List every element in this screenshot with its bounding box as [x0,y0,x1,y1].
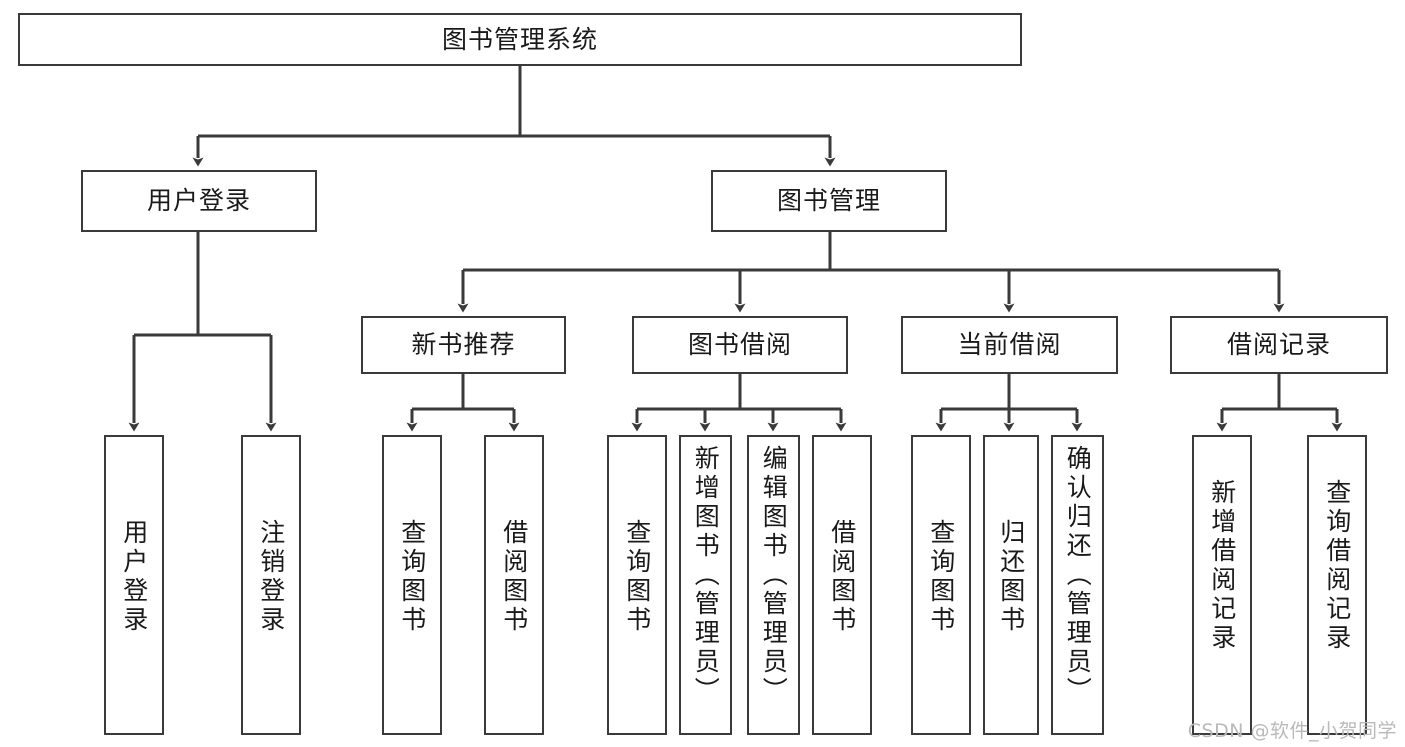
node-new-book-recommend-label: 新书推荐 [411,330,516,360]
leaf-br-add-record-label: 新增借阅记录 [1207,479,1237,653]
leaf-user-login[interactable]: 用户登录 [104,435,164,735]
node-root[interactable]: 图书管理系统 [18,13,1022,66]
watermark-text: CSDN @软件_小贺同学 [1187,720,1397,742]
leaf-cb-confirm-return[interactable]: 确认归还（管理员） [1051,435,1104,735]
leaf-br-query-record-label: 查询借阅记录 [1322,479,1352,653]
leaf-bb-edit-book[interactable]: 编辑图书（管理员） [747,435,800,735]
node-borrow-records-label: 借阅记录 [1226,330,1331,360]
leaf-bb-add-book-label: 新增图书（管理员） [691,445,721,706]
leaf-bb-borrow-book[interactable]: 借阅图书 [812,435,872,735]
node-user-login[interactable]: 用户登录 [81,170,317,232]
leaf-cb-confirm-return-label: 确认归还（管理员） [1063,445,1093,706]
leaf-bb-add-book[interactable]: 新增图书（管理员） [679,435,732,735]
leaf-bb-query-book[interactable]: 查询图书 [607,435,667,735]
node-book-manage[interactable]: 图书管理 [711,170,947,232]
node-root-label: 图书管理系统 [441,24,598,54]
leaf-nb-borrow-book-label: 借阅图书 [499,519,529,635]
leaf-user-login-label: 用户登录 [119,519,149,635]
node-user-login-label: 用户登录 [146,186,251,216]
leaf-bb-edit-book-label: 编辑图书（管理员） [759,445,789,706]
leaf-cb-return-book-label: 归还图书 [996,519,1026,635]
leaf-br-query-record[interactable]: 查询借阅记录 [1307,435,1367,735]
leaf-nb-borrow-book[interactable]: 借阅图书 [484,435,544,735]
leaf-cb-return-book[interactable]: 归还图书 [983,435,1039,735]
node-book-borrow-label: 图书借阅 [687,330,792,360]
leaf-bb-query-book-label: 查询图书 [622,519,652,635]
leaf-nb-query-book-label: 查询图书 [397,519,427,635]
node-new-book-recommend[interactable]: 新书推荐 [361,316,566,374]
node-book-manage-label: 图书管理 [776,186,881,216]
leaf-cb-query-book-label: 查询图书 [926,519,956,635]
node-current-borrow[interactable]: 当前借阅 [901,316,1118,374]
leaf-br-add-record[interactable]: 新增借阅记录 [1192,435,1252,735]
leaf-cb-query-book[interactable]: 查询图书 [911,435,971,735]
leaf-nb-query-book[interactable]: 查询图书 [382,435,442,735]
leaf-logout-label: 注销登录 [256,519,286,635]
node-book-borrow[interactable]: 图书借阅 [632,316,848,374]
leaf-bb-borrow-book-label: 借阅图书 [827,519,857,635]
node-current-borrow-label: 当前借阅 [957,330,1062,360]
leaf-logout[interactable]: 注销登录 [241,435,301,735]
node-borrow-records[interactable]: 借阅记录 [1170,316,1388,374]
